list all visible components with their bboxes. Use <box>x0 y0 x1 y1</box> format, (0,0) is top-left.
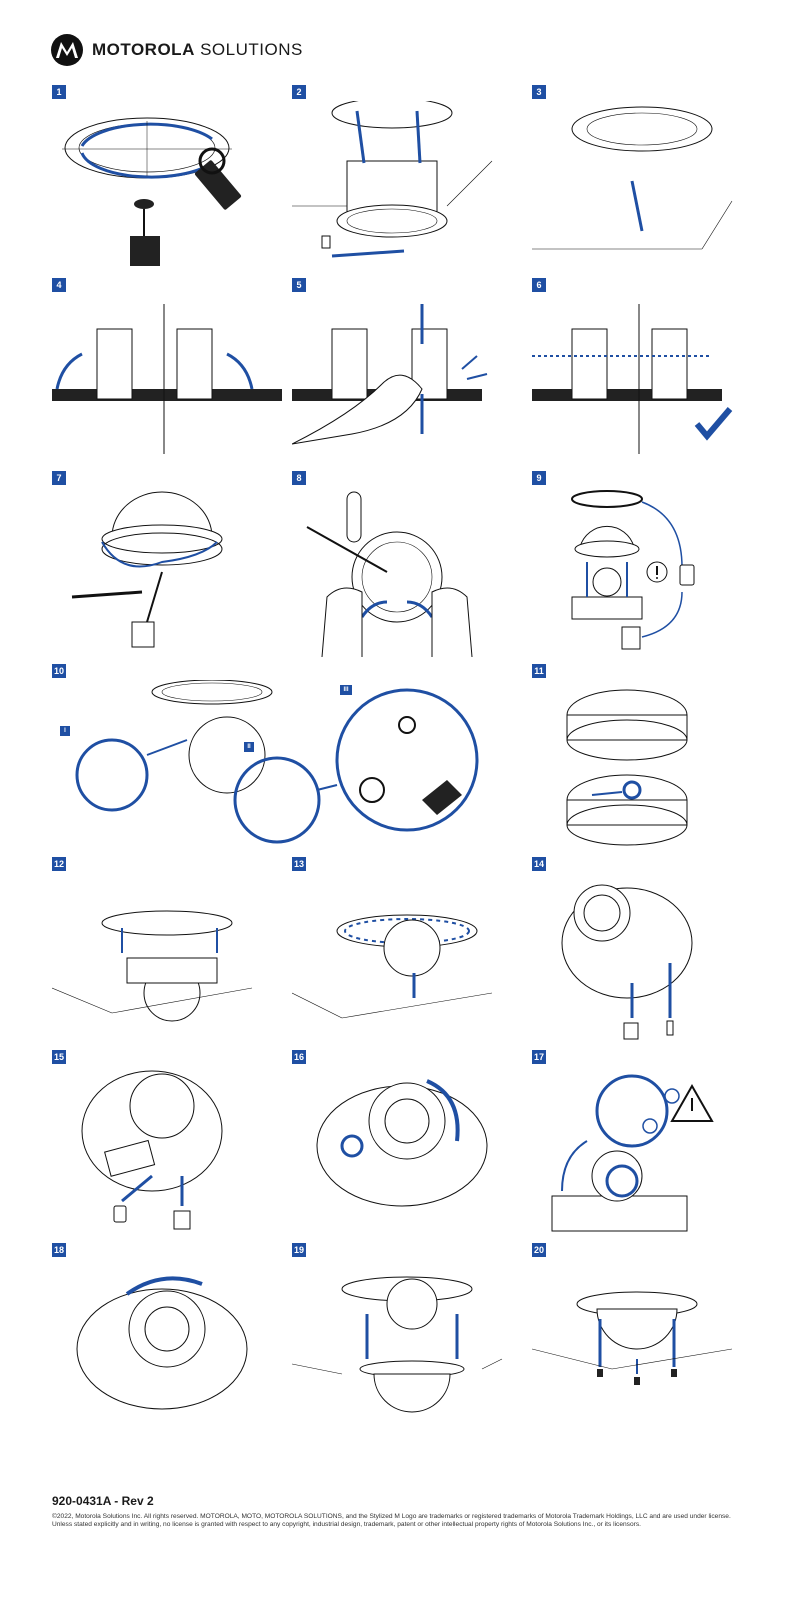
step-number: 18 <box>52 1243 67 1257</box>
step-1-illustration <box>62 117 242 266</box>
step-number: 17 <box>532 1050 547 1064</box>
step-14-illustration <box>561 884 693 1040</box>
step-11: 11 <box>532 664 762 854</box>
step-number: 19 <box>292 1243 307 1257</box>
step-number: 7 <box>52 471 66 485</box>
document-code: 920-0431A - Rev 2 <box>52 1494 154 1508</box>
step-number: 8 <box>292 471 306 485</box>
step-number: 15 <box>52 1050 67 1064</box>
step-number: 5 <box>292 278 306 292</box>
step-10-illustration <box>75 680 479 844</box>
step-number: 2 <box>292 85 306 99</box>
step-18-illustration <box>76 1276 248 1410</box>
step-20-illustration <box>532 1291 733 1385</box>
step-5-illustration <box>292 304 488 445</box>
step-5: 5 <box>292 278 522 468</box>
step-number: 1 <box>52 85 66 99</box>
step-number: 16 <box>292 1050 307 1064</box>
step-13-illustration <box>292 914 493 1019</box>
step-2: 2 <box>292 85 522 275</box>
step-19: 19 <box>292 1243 522 1433</box>
step-4: 4 <box>52 278 282 468</box>
step-8: 8 <box>292 471 522 661</box>
step-2-illustration <box>292 101 493 258</box>
step-10-tag-i: I <box>60 726 70 736</box>
step-10-tag-ii: II <box>244 742 254 752</box>
step-number: 4 <box>52 278 66 292</box>
step-number: 10 <box>52 664 67 678</box>
brand-header: MOTOROLA SOLUTIONS <box>50 32 303 68</box>
step-3-illustration <box>532 106 733 250</box>
step-number: 14 <box>532 857 547 871</box>
step-number: 9 <box>532 471 546 485</box>
step-number: 6 <box>532 278 546 292</box>
step-14: 14 <box>532 857 762 1047</box>
step-9: 9 <box>532 471 762 661</box>
step-7: 7 <box>52 471 282 661</box>
step-16-illustration <box>316 1079 488 1207</box>
step-number: 12 <box>52 857 67 871</box>
step-number: 3 <box>532 85 546 99</box>
legal-notice: ©2022, Motorola Solutions Inc. All right… <box>52 1513 731 1528</box>
step-1: 1 <box>52 85 282 275</box>
step-15-illustration <box>81 1070 223 1230</box>
step-19-illustration <box>292 1276 503 1413</box>
motorola-logo-icon <box>51 34 83 66</box>
step-20: 20 <box>532 1243 762 1433</box>
step-8-illustration <box>306 491 473 658</box>
step-18: 18 <box>52 1243 282 1433</box>
step-7-illustration <box>71 491 223 648</box>
step-3: 3 <box>532 85 762 275</box>
step-17: 17 <box>532 1050 762 1240</box>
step-15: 15 <box>52 1050 282 1240</box>
step-4-illustration <box>52 304 282 454</box>
step-10-tag-iii: III <box>340 685 352 695</box>
step-16: 16 <box>292 1050 522 1240</box>
step-number: 20 <box>532 1243 547 1257</box>
step-11-illustration <box>566 689 688 846</box>
step-6-illustration <box>532 304 733 454</box>
step-number: 13 <box>292 857 307 871</box>
step-6: 6 <box>532 278 762 468</box>
step-10: 10 I II III <box>52 664 522 854</box>
step-13: 13 <box>292 857 522 1047</box>
brand-name: MOTOROLA SOLUTIONS <box>92 40 303 59</box>
step-12-illustration <box>52 910 253 1022</box>
step-number: 11 <box>532 664 546 678</box>
step-9-illustration <box>571 490 695 650</box>
step-17-illustration <box>551 1074 714 1232</box>
step-12: 12 <box>52 857 282 1047</box>
